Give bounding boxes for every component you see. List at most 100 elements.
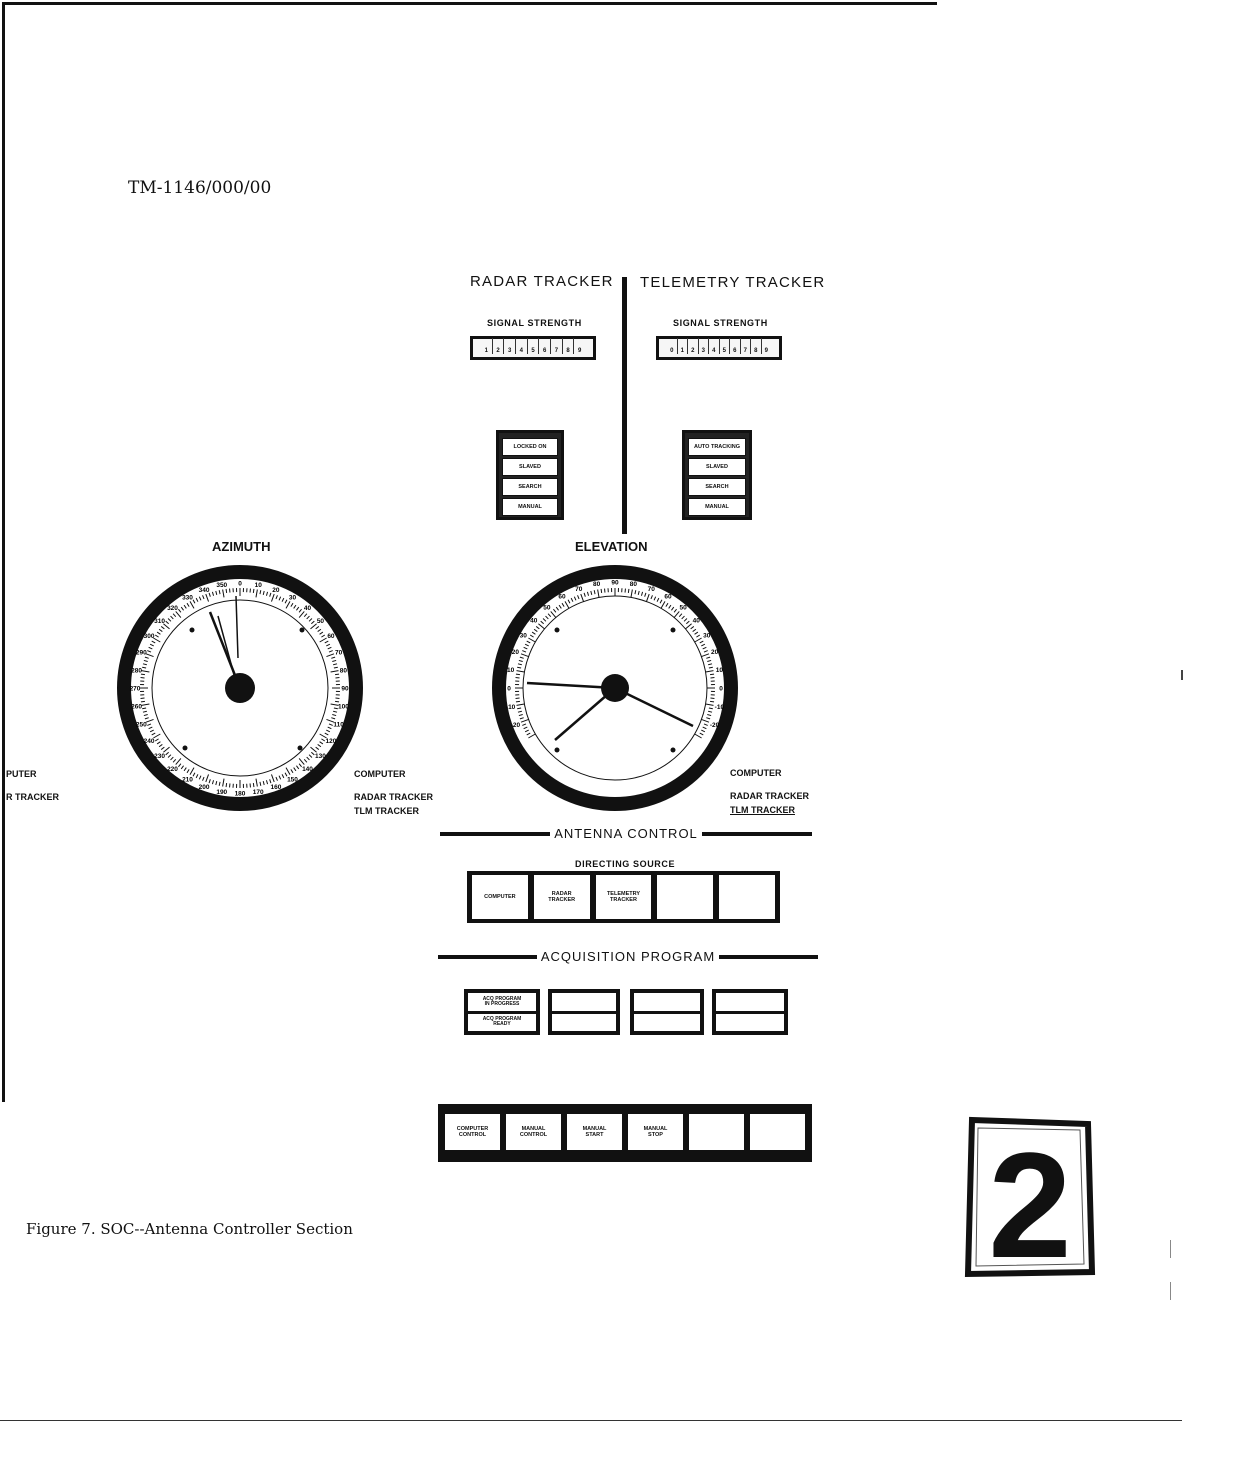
telemetry-status-button[interactable]: AUTO TRACKING <box>688 438 746 456</box>
azimuth-scale-label: 30 <box>289 595 297 602</box>
bottom-rule <box>0 1420 1182 1421</box>
azimuth-tick <box>186 602 190 607</box>
azimuth-tick <box>298 758 305 765</box>
telemetry-scale-tick: 6 <box>729 338 740 354</box>
radar-status-button[interactable]: SLAVED <box>502 458 558 476</box>
azimuth-tick <box>306 756 310 761</box>
elevation-tick <box>517 710 522 713</box>
azimuth-scale-label: 320 <box>167 605 178 612</box>
elevation-tick <box>593 590 596 595</box>
azimuth-tick <box>198 596 202 601</box>
azimuth-tick <box>183 604 187 609</box>
elevation-tick <box>630 589 633 598</box>
control-mode-button[interactable]: MANUAL STOP <box>627 1113 684 1151</box>
azimuth-tick <box>148 726 153 730</box>
azimuth-tick <box>163 746 170 753</box>
elevation-tick <box>701 653 710 658</box>
elevation-scale-label: 40 <box>693 617 701 624</box>
azimuth-tick <box>270 593 275 602</box>
control-mode-button[interactable] <box>688 1113 745 1151</box>
telemetry-status-button[interactable]: SLAVED <box>688 458 746 476</box>
azimuth-tick <box>311 751 315 756</box>
azimuth-scale-label: 340 <box>199 587 210 594</box>
elevation-tick <box>522 650 527 653</box>
control-mode-button[interactable]: COMPUTER CONTROL <box>444 1113 501 1151</box>
elevation-tick <box>590 590 593 595</box>
control-mode-button[interactable]: MANUAL CONTROL <box>505 1113 562 1151</box>
directing-source-button[interactable]: COMPUTER <box>471 874 529 920</box>
azimuth-tick <box>326 653 335 658</box>
telemetry-signal-strength-label: SIGNAL STRENGTH <box>673 318 768 328</box>
azimuth-tick <box>269 779 272 784</box>
azimuth-tick <box>331 656 336 659</box>
azimuth-inner-ring <box>151 599 329 777</box>
azimuth-tick <box>189 767 195 775</box>
telemetry-scale-tick: 1 <box>676 338 688 354</box>
cropped-source-radar: R TRACKER <box>6 792 59 802</box>
directing-source-button[interactable] <box>718 874 776 920</box>
azimuth-tick <box>319 637 327 643</box>
elevation-tick <box>531 631 536 635</box>
elevation-tick <box>709 673 715 676</box>
azimuth-tick <box>208 779 211 784</box>
azimuth-scale-label: 190 <box>216 789 227 796</box>
azimuth-tick <box>281 597 285 602</box>
azimuth-tick <box>317 628 322 632</box>
elevation-tick <box>645 593 650 602</box>
azimuth-tick <box>165 751 169 756</box>
telemetry-status-button[interactable]: MANUAL <box>688 498 746 516</box>
directing-source-button[interactable] <box>656 874 715 920</box>
radar-status-button[interactable]: SEARCH <box>502 478 558 496</box>
azimuth-tick <box>151 732 156 736</box>
azimuth-tick <box>330 670 339 673</box>
azimuth-tick <box>269 592 272 597</box>
control-mode-button[interactable] <box>749 1113 806 1151</box>
azimuth-tick <box>205 593 210 602</box>
control-mode-button[interactable]: MANUAL START <box>566 1113 623 1151</box>
azimuth-tick <box>252 588 255 594</box>
elevation-tick <box>583 592 586 597</box>
azimuth-tick <box>308 618 313 622</box>
elevation-tick <box>701 643 706 647</box>
azimuth-tick <box>147 723 152 726</box>
elevation-tick <box>671 606 675 611</box>
elevation-tick <box>577 595 580 600</box>
azimuth-tick <box>147 650 152 653</box>
azimuth-tick <box>285 601 291 609</box>
elevation-tick <box>518 659 523 663</box>
elevation-screw <box>670 627 676 633</box>
azimuth-tick <box>319 733 327 739</box>
elevation-tick <box>665 602 669 607</box>
elevation-source-tlm: TLM TRACKER <box>730 805 795 815</box>
azimuth-tick <box>195 774 199 779</box>
acq-block-3 <box>630 989 704 1035</box>
azimuth-tick <box>270 774 275 783</box>
antenna-control-rule-right <box>701 831 813 836</box>
azimuth-tick <box>303 759 308 763</box>
azimuth-tick <box>319 631 324 635</box>
azimuth-tick <box>311 620 315 625</box>
azimuth-tick <box>225 588 228 594</box>
azimuth-scale-label: 220 <box>167 766 178 773</box>
azimuth-tick <box>333 663 338 666</box>
azimuth-tick <box>310 623 317 630</box>
azimuth-tick <box>334 673 340 676</box>
radar-status-button[interactable]: LOCKED ON <box>502 438 558 456</box>
radar-status-button[interactable]: MANUAL <box>502 498 558 516</box>
telemetry-status-button[interactable]: SEARCH <box>688 478 746 496</box>
directing-source-button[interactable]: RADAR TRACKER <box>532 874 591 920</box>
telemetry-scale-tick: 3 <box>697 338 709 354</box>
left-border <box>2 2 5 1102</box>
directing-source-button[interactable]: TELEMETRY TRACKER <box>594 874 653 920</box>
azimuth-tick <box>331 717 336 720</box>
azimuth-title: AZIMUTH <box>212 539 271 554</box>
azimuth-tick <box>167 618 172 622</box>
azimuth-scale-label: 180 <box>235 791 246 798</box>
page-tab-badge: 2 <box>964 1116 1096 1280</box>
telemetry-scale-tick: 8 <box>750 338 761 354</box>
elevation-tick <box>545 615 549 620</box>
elevation-tick <box>705 670 714 673</box>
elevation-tick <box>660 601 666 609</box>
